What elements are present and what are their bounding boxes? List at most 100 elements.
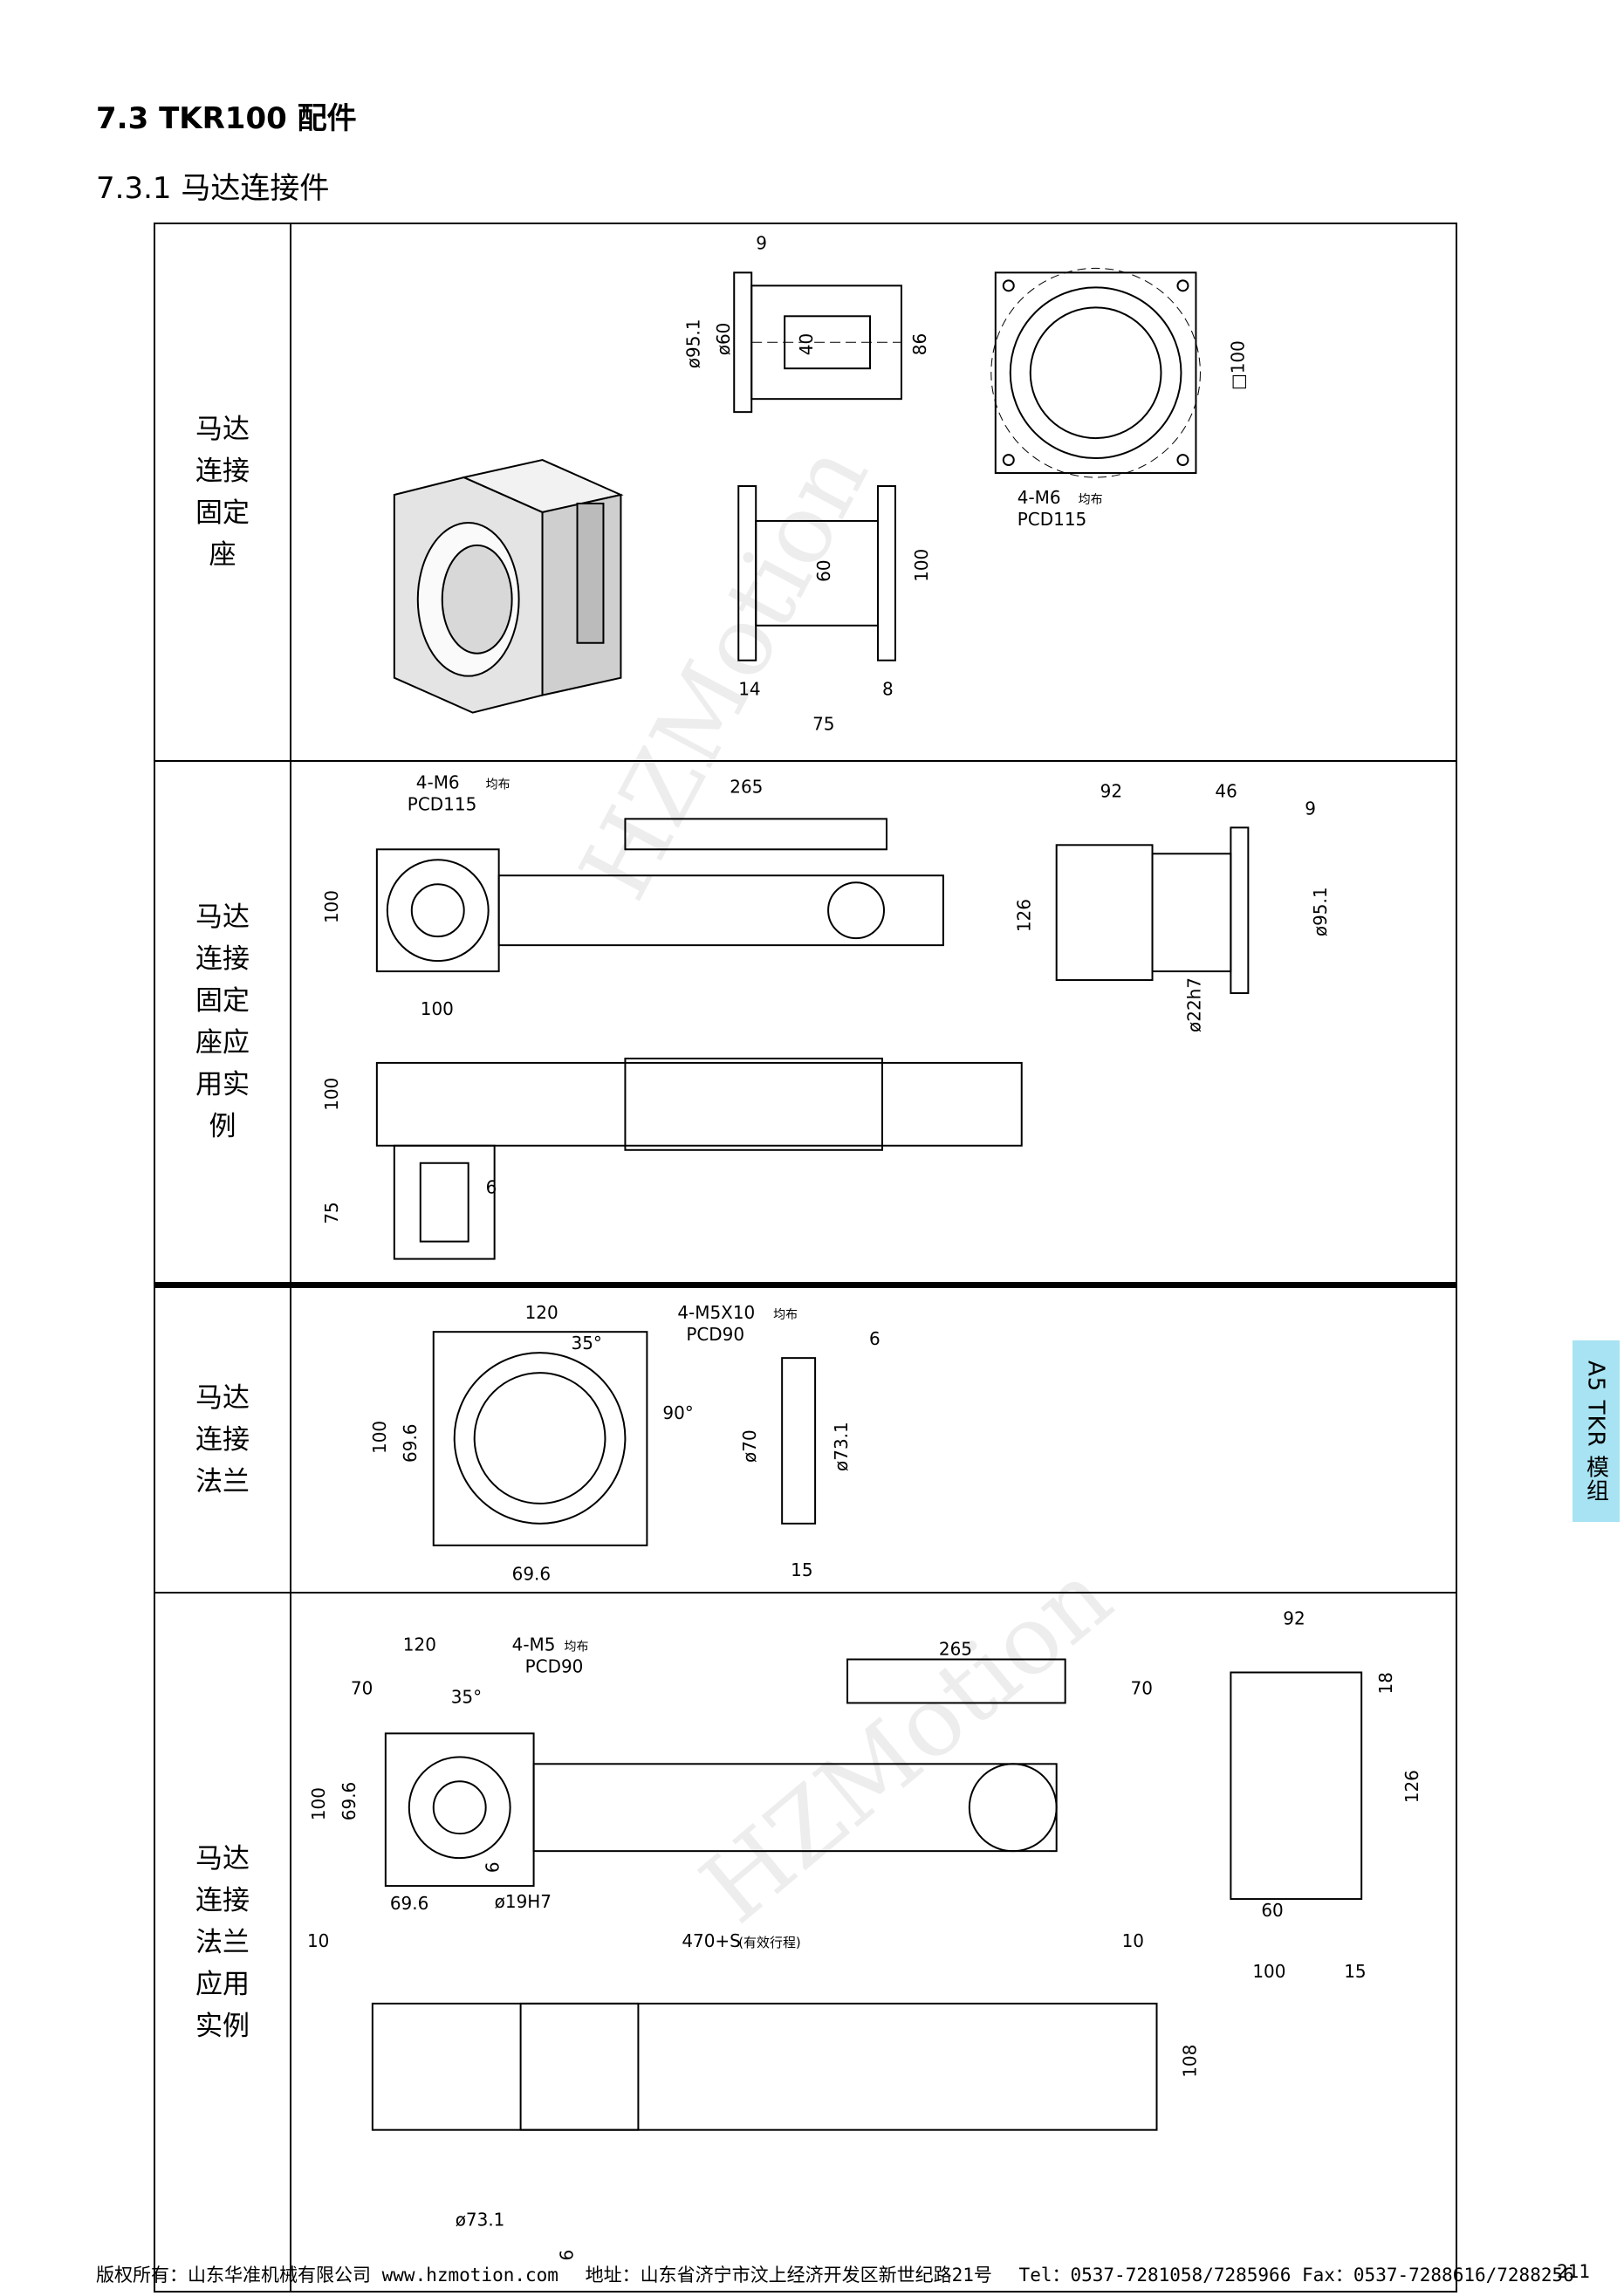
dim-label: 92	[1283, 1608, 1305, 1629]
dim-label: 4-M6	[1018, 487, 1061, 508]
technical-drawing: 265 4-M6 均布 PCD115 100 100 92 46 9 126 ø…	[321, 771, 1331, 1260]
dim-label: 10	[307, 1930, 329, 1951]
dim-label: 126	[1401, 1770, 1422, 1803]
dim-label: 4-M5X10	[677, 1302, 755, 1323]
dim-label: 均布	[565, 1641, 589, 1655]
dim-label: ø73.1	[456, 2210, 505, 2231]
table-row-motor-seat-example: 马达连接固定座应用实例 265 4-M6 均布 PC	[154, 760, 1457, 1284]
section-side-tab: A5 TKR 模组	[1573, 1340, 1620, 1522]
row-label: 马达连接固定座应用实例	[195, 901, 250, 1142]
table-row-motor-flange: 马达连接法兰 120 4-M5X10 均布 PCD90 35° 90° 100 …	[154, 1284, 1457, 1593]
dim-label: PCD115	[1018, 509, 1086, 530]
row-label-cell: 马达连接法兰	[155, 1288, 291, 1592]
drawing-table: 马达连接固定座	[154, 223, 1457, 2293]
top-view	[737, 485, 896, 661]
dim-label: (有效行程)	[738, 1935, 801, 1950]
drawing-motor-seat: 9 ø95.1 ø60 40 86 □100 4-M6 均布 PCD115 60…	[290, 224, 1456, 760]
front-view	[990, 267, 1201, 478]
dim-label: 100	[911, 549, 932, 582]
dim-label: 100	[1252, 1961, 1285, 1982]
dim-label: ø22h7	[1183, 977, 1204, 1032]
table-row-motor-seat: 马达连接固定座	[154, 223, 1457, 762]
dim-label: 6	[483, 1861, 504, 1873]
row-label-cell: 马达连接法兰应用实例	[155, 1593, 291, 2291]
dim-label: 15	[1344, 1961, 1366, 1982]
dim-label: 100	[308, 1787, 329, 1820]
dim-label: ø95.1	[1310, 887, 1331, 936]
technical-drawing: 120 4-M5X10 均布 PCD90 35° 90° 100 69.6 69…	[369, 1302, 881, 1585]
section-heading: 7.3 TKR100 配件	[96, 101, 357, 136]
technical-drawing: 120 4-M5 均布 PCD90 265 70 35° 70 100 69.6…	[307, 1608, 1422, 2261]
dim-label: 70	[351, 1677, 373, 1698]
dim-label: 6	[486, 1177, 497, 1198]
dim-label: 60	[813, 559, 834, 581]
dim-label: ø70	[739, 1429, 760, 1463]
dim-label: 46	[1215, 780, 1237, 801]
row-label-cell: 马达连接固定座	[155, 224, 291, 760]
dim-label: PCD115	[408, 793, 476, 814]
dim-label: 90°	[662, 1402, 693, 1423]
dim-label: 8	[882, 679, 894, 700]
dim-label: 60	[1261, 1900, 1283, 1921]
dim-label: 470+S	[682, 1930, 741, 1951]
dim-label: ø73.1	[831, 1422, 852, 1471]
dim-label: 120	[403, 1635, 436, 1655]
dim-label: 100	[421, 998, 454, 1019]
dim-label: 120	[525, 1302, 558, 1323]
dim-label: 92	[1100, 780, 1122, 801]
dim-label: 6	[557, 2250, 578, 2261]
row-label: 马达连接法兰应用实例	[195, 1842, 250, 2042]
dim-label: 69.6	[512, 1564, 551, 1585]
technical-drawing: 9 ø95.1 ø60 40 86 □100 4-M6 均布 PCD115 60…	[393, 232, 1248, 735]
dim-label: 69.6	[400, 1423, 421, 1462]
dim-label: 14	[738, 679, 760, 700]
dim-label: 126	[1014, 899, 1035, 932]
dim-label: 70	[1131, 1677, 1153, 1698]
dim-label: 75	[812, 714, 834, 735]
dim-label: 265	[730, 776, 763, 797]
dim-label: 69.6	[339, 1782, 360, 1820]
dim-label: 4-M5	[512, 1635, 556, 1655]
page-footer: 版权所有：山东华准机械有限公司 www.hzmotion.com 地址：山东省济…	[96, 2261, 1590, 2287]
footer-address: 地址：山东省济宁市汶上经济开发区新世纪路21号	[585, 2265, 992, 2286]
footer-copyright: 版权所有：山东华准机械有限公司 www.hzmotion.com	[96, 2265, 558, 2286]
dim-label: 均布	[486, 778, 510, 792]
drawing-motor-seat-example: 265 4-M6 均布 PCD115 100 100 92 46 9 126 ø…	[290, 762, 1456, 1282]
drawing-motor-flange-example: 120 4-M5 均布 PCD90 265 70 35° 70 100 69.6…	[290, 1593, 1456, 2291]
dim-label: 86	[909, 333, 930, 355]
dim-label: □100	[1227, 340, 1248, 390]
dim-label: 100	[369, 1421, 390, 1454]
dim-label: 均布	[1079, 493, 1103, 507]
dim-label: 108	[1179, 2045, 1200, 2078]
dim-label: 6	[869, 1328, 881, 1349]
dim-label: 18	[1375, 1672, 1396, 1694]
row-label-cell: 马达连接固定座应用实例	[155, 762, 291, 1282]
row-label: 马达连接固定座	[195, 414, 250, 571]
dim-label: PCD90	[525, 1655, 584, 1676]
section-view	[733, 271, 902, 414]
dim-label: 35°	[451, 1686, 482, 1707]
dim-label: 75	[321, 1202, 342, 1223]
dim-label: 9	[756, 232, 767, 253]
dim-label: 100	[321, 890, 342, 923]
dim-label: ø60	[713, 323, 734, 356]
subsection-heading: 7.3.1 马达连接件	[96, 171, 330, 206]
side-tab-label: A5 TKR 模组	[1582, 1360, 1609, 1503]
dim-label: PCD90	[686, 1324, 744, 1345]
dim-label: 10	[1122, 1930, 1144, 1951]
dim-label: ø19H7	[495, 1891, 552, 1912]
dim-label: 265	[939, 1638, 972, 1659]
footer-contact: Tel：0537-7281058/7285966 Fax：0537-728861…	[1018, 2265, 1574, 2286]
dim-label: 35°	[572, 1333, 602, 1354]
drawing-motor-flange: 120 4-M5X10 均布 PCD90 35° 90° 100 69.6 69…	[290, 1288, 1456, 1592]
dim-label: 15	[791, 1559, 812, 1580]
page-number: 211	[1557, 2261, 1590, 2282]
dim-label: 100	[321, 1078, 342, 1111]
dim-label: ø95.1	[682, 319, 703, 369]
iso-view	[393, 459, 624, 714]
table-row-motor-flange-example: 马达连接法兰应用实例 120 4-M5 均布 PCD90 265 70	[154, 1592, 1457, 2293]
dim-label: 均布	[773, 1308, 798, 1322]
dim-label: 40	[796, 333, 817, 355]
dim-label: 9	[1305, 798, 1316, 819]
dim-label: 4-M6	[416, 771, 460, 792]
